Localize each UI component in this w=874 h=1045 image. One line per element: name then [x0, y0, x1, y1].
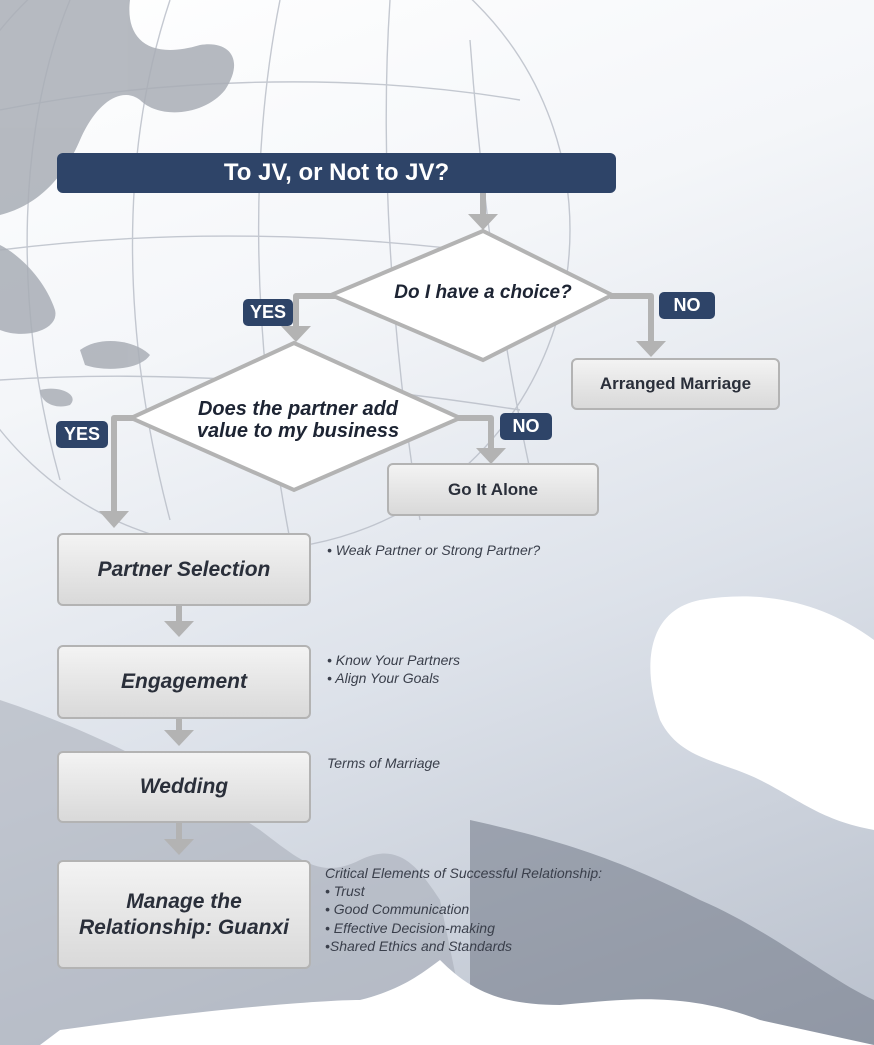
step-manage-line-1: Manage the	[126, 890, 242, 914]
note-line: Terms of Marriage	[327, 755, 441, 771]
note-line: • Know Your Partners	[327, 652, 461, 668]
note-line: •Shared Ethics and Standards	[325, 937, 513, 954]
arrowhead-step-2	[164, 730, 194, 746]
title-text: To JV, or Not to JV?	[223, 159, 450, 186]
step-manage-relationship: Manage the Relationship: Guanxi	[57, 860, 311, 969]
arrowhead-value-yes	[99, 511, 129, 528]
outcome-go-it-alone: Go It Alone	[387, 463, 599, 516]
arrowhead-choice-yes	[281, 326, 311, 342]
yes-tag-choice: YES	[243, 299, 293, 326]
arrowhead-title	[468, 214, 498, 230]
note-partner-selection: • Weak Partner or Strong Partner?	[327, 541, 540, 559]
note-line: • Align Your Goals	[327, 670, 440, 687]
yes-tag-value: YES	[56, 421, 108, 448]
note-engagement: • Know Your Partners • Align Your Goals	[327, 651, 460, 687]
decision-value-shape	[126, 340, 465, 493]
no-tag-choice: NO	[659, 292, 715, 319]
decision-value-text: Does the partner add value to my busines…	[168, 398, 428, 442]
connector-choice-no	[610, 293, 654, 345]
connector-value-yes	[111, 415, 140, 515]
note-line: • Effective Decision-making	[325, 919, 495, 936]
decision-choice-text: Do I have a choice?	[394, 282, 572, 303]
arrowhead-choice-no	[636, 341, 666, 357]
note-line: • Good Communication	[325, 901, 470, 918]
decision-value-line-1: Does the partner add	[197, 398, 399, 420]
step-wedding: Wedding	[57, 751, 311, 823]
note-line: • Trust	[325, 883, 365, 900]
arrowhead-step-1	[164, 621, 194, 637]
arrowhead-value-no	[476, 448, 506, 464]
arrowhead-step-3	[164, 839, 194, 855]
step-engagement: Engagement	[57, 645, 311, 719]
note-line: Critical Elements of Successful Relation…	[325, 865, 603, 881]
connector-choice-yes	[293, 293, 335, 330]
note-wedding: Terms of Marriage	[327, 754, 440, 772]
no-tag-value: NO	[500, 413, 552, 440]
note-line: • Weak Partner or Strong Partner?	[327, 542, 541, 558]
step-partner-selection: Partner Selection	[57, 533, 311, 606]
outcome-arranged-marriage: Arranged Marriage	[571, 358, 780, 410]
title-banner: To JV, or Not to JV?	[57, 153, 616, 193]
note-manage: Critical Elements of Successful Relation…	[325, 864, 602, 955]
decision-value-line-2: value to my business	[196, 420, 400, 442]
step-manage-line-2: Relationship: Guanxi	[78, 915, 290, 939]
connector-value-no	[458, 415, 494, 452]
decision-choice-shape	[325, 228, 617, 363]
